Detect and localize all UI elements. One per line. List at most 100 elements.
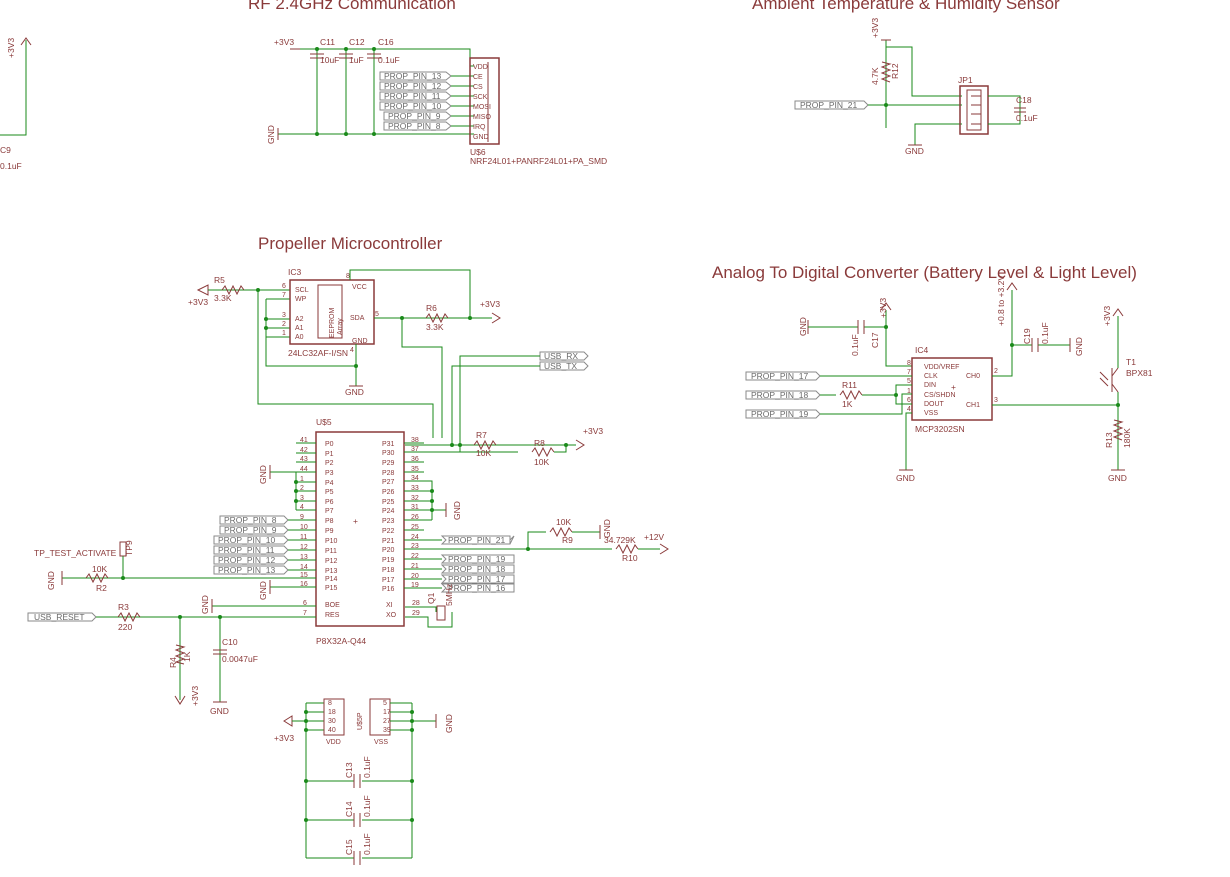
section-title-adc: Analog To Digital Converter (Battery Lev… (712, 263, 1137, 282)
eeprom-num-6: 6 (282, 283, 286, 290)
mcu-left-pin-label: P2 (325, 460, 334, 467)
nrf-ref: U$6 (470, 147, 486, 157)
pwr-vdd-num-1: 30 (328, 718, 336, 725)
mcu-right-pin-num: 25 (411, 524, 419, 531)
adc-section: GND 0.1uF C17 +3V3 IC4 MCP3202SN + VDD/V… (745, 275, 1153, 483)
rf-net-10: PROP_PIN_10 (384, 101, 441, 111)
c10-label: C10 (222, 637, 238, 647)
r12-label: R12 (890, 63, 900, 79)
mcu-right-pin-num: 19 (411, 582, 419, 589)
r6-supply-label: +3V3 (480, 299, 500, 309)
mcu-right-pin-label: P19 (382, 557, 395, 564)
mcu-right-pins: P3138P3037P2936P2835P2734P2633P2532P2431… (382, 437, 424, 593)
r8-label: R8 (534, 438, 545, 448)
rf-supply-label: +3V3 (274, 37, 294, 47)
mcu-right-pin-label: P23 (382, 518, 395, 525)
pwr-ref: U$5P (357, 712, 364, 730)
section-title-propeller: Propeller Microcontroller (258, 234, 443, 253)
pwr-vdd-num-2: 40 (328, 727, 336, 734)
mcu-left-pin-num: 12 (300, 544, 308, 551)
mcu-net-9: PROP_PIN_9 (224, 525, 277, 535)
mcu-right-pin-num: 35 (411, 466, 419, 473)
mcu-left-pin-num: 1 (300, 476, 304, 483)
r3-label: R3 (118, 602, 129, 612)
mcu-pin-boe: BOE (325, 602, 340, 609)
section-title-ambient: Ambient Temperature & Humidity Sensor (752, 0, 1060, 13)
r9-gnd: GND (602, 519, 612, 538)
v12-label: +12V (644, 532, 664, 542)
mcu-left-pin-num: 44 (300, 466, 308, 473)
r6-label: R6 (426, 303, 437, 313)
ic3-part: 24LC32AF-I/SN (288, 348, 348, 358)
mcu-num-xi: 28 (412, 600, 420, 607)
mcu-left-pin-label: P14 (325, 576, 338, 583)
left-fragment: +3V3 C9 0.1uF (0, 37, 32, 171)
mcu-right-pin-label: P16 (382, 586, 395, 593)
rf-net-flags: PROP_PIN_13 PROP_PIN_12 PROP_PIN_11 PROP… (379, 71, 474, 131)
ambient-net-21: PROP_PIN_21 (800, 100, 857, 110)
nrf-pin-miso: MISO (473, 114, 491, 121)
mcu-left-pin-num: 16 (300, 581, 308, 588)
mcu-left-pin-label: P6 (325, 499, 334, 506)
mcu-right-pin-num: 20 (411, 573, 419, 580)
rf-section: +3V3 GND C11 10uF C12 1uF C16 0.1uF PROP… (266, 37, 607, 166)
adc-pin-vdd: VDD/VREF (924, 364, 959, 371)
c12-value: 1uF (349, 55, 364, 65)
r4-label: R4 (168, 657, 178, 668)
eeprom-num-5: 5 (375, 311, 379, 318)
r9-label: R9 (562, 535, 573, 545)
mcu-net-10: PROP_PIN_10 (218, 535, 275, 545)
r7-label: R7 (476, 430, 487, 440)
mcu-net-21: PROP_PIN_21 (448, 535, 505, 545)
c15-value: 0.1uF (362, 833, 372, 855)
mcu-left-net-flags: PROP_PIN_8 PROP_PIN_9 PROP_PIN_10 PROP_P… (213, 515, 316, 575)
r2-value: 10K (92, 564, 107, 574)
eeprom-num-4: 4 (350, 347, 354, 354)
nrf-pin-ce: CE (473, 74, 483, 81)
mcu-left-pin-label: P13 (325, 568, 338, 575)
r5-supply-label: +3V3 (188, 297, 208, 307)
tp9-ref: TP9 (124, 540, 134, 556)
rf-net-11: PROP_PIN_11 (384, 91, 441, 101)
adc-gnd-top: GND (798, 317, 808, 336)
mcu-left-pin-num: 11 (300, 534, 307, 541)
adc-num-8: 8 (907, 360, 911, 367)
boe-gnd: GND (200, 595, 210, 614)
mcu-left-pin-num: 43 (300, 456, 308, 463)
c17-label: C17 (870, 332, 880, 348)
mcu-ref: U$5 (316, 417, 332, 427)
q1-label: Q1 (426, 592, 436, 604)
mcu-left-pin-label: P12 (325, 558, 338, 565)
jp1-label: JP1 (958, 75, 973, 85)
adc-pin-clk: CLK (924, 373, 938, 380)
mcu-right-pin-label: P24 (382, 508, 395, 515)
ambient-section: +3V3 4.7K R12 PROP_PIN_21 GND JP1 C18 0.… (794, 18, 1038, 156)
eeprom-inner-1: EEPROM (329, 307, 336, 338)
adc-num-3: 3 (994, 397, 998, 404)
r2-label: R2 (96, 583, 107, 593)
mcu-left-pin-label: P8 (325, 518, 334, 525)
mcu-right-pin-label: P26 (382, 489, 395, 496)
mcu-net-11: PROP_PIN_11 (218, 545, 275, 555)
adc-pin-ch1: CH1 (966, 402, 980, 409)
mcu-right-pin-label: P27 (382, 479, 395, 486)
mcu-gnd-left: GND (258, 465, 268, 484)
pwr-supply-label: +3V3 (274, 733, 294, 743)
r12-value: 4.7K (870, 67, 880, 85)
q1-value: 5MHz (444, 584, 454, 606)
c11-label: C11 (320, 37, 335, 47)
mcu-left-pin-label: P0 (325, 441, 334, 448)
mcu-left-pin-num: 2 (300, 485, 304, 492)
r6-value: 3.3K (426, 322, 444, 332)
c18-value: 0.1uF (1016, 113, 1038, 123)
eeprom-num-8: 8 (346, 273, 350, 280)
mcu-right-pin-num: 32 (411, 495, 419, 502)
adc-pin-vss: VSS (924, 410, 938, 417)
adc-pin-dout: DOUT (924, 401, 945, 408)
section-title-rf: RF 2.4GHz Communication (248, 0, 456, 13)
mcu-num-res: 7 (303, 610, 307, 617)
mcu-right-pin-label: P28 (382, 470, 395, 477)
adc-num-2: 2 (994, 368, 998, 375)
adc-num-4: 4 (907, 406, 911, 413)
nrf-pin-irq: IRQ (473, 124, 486, 131)
